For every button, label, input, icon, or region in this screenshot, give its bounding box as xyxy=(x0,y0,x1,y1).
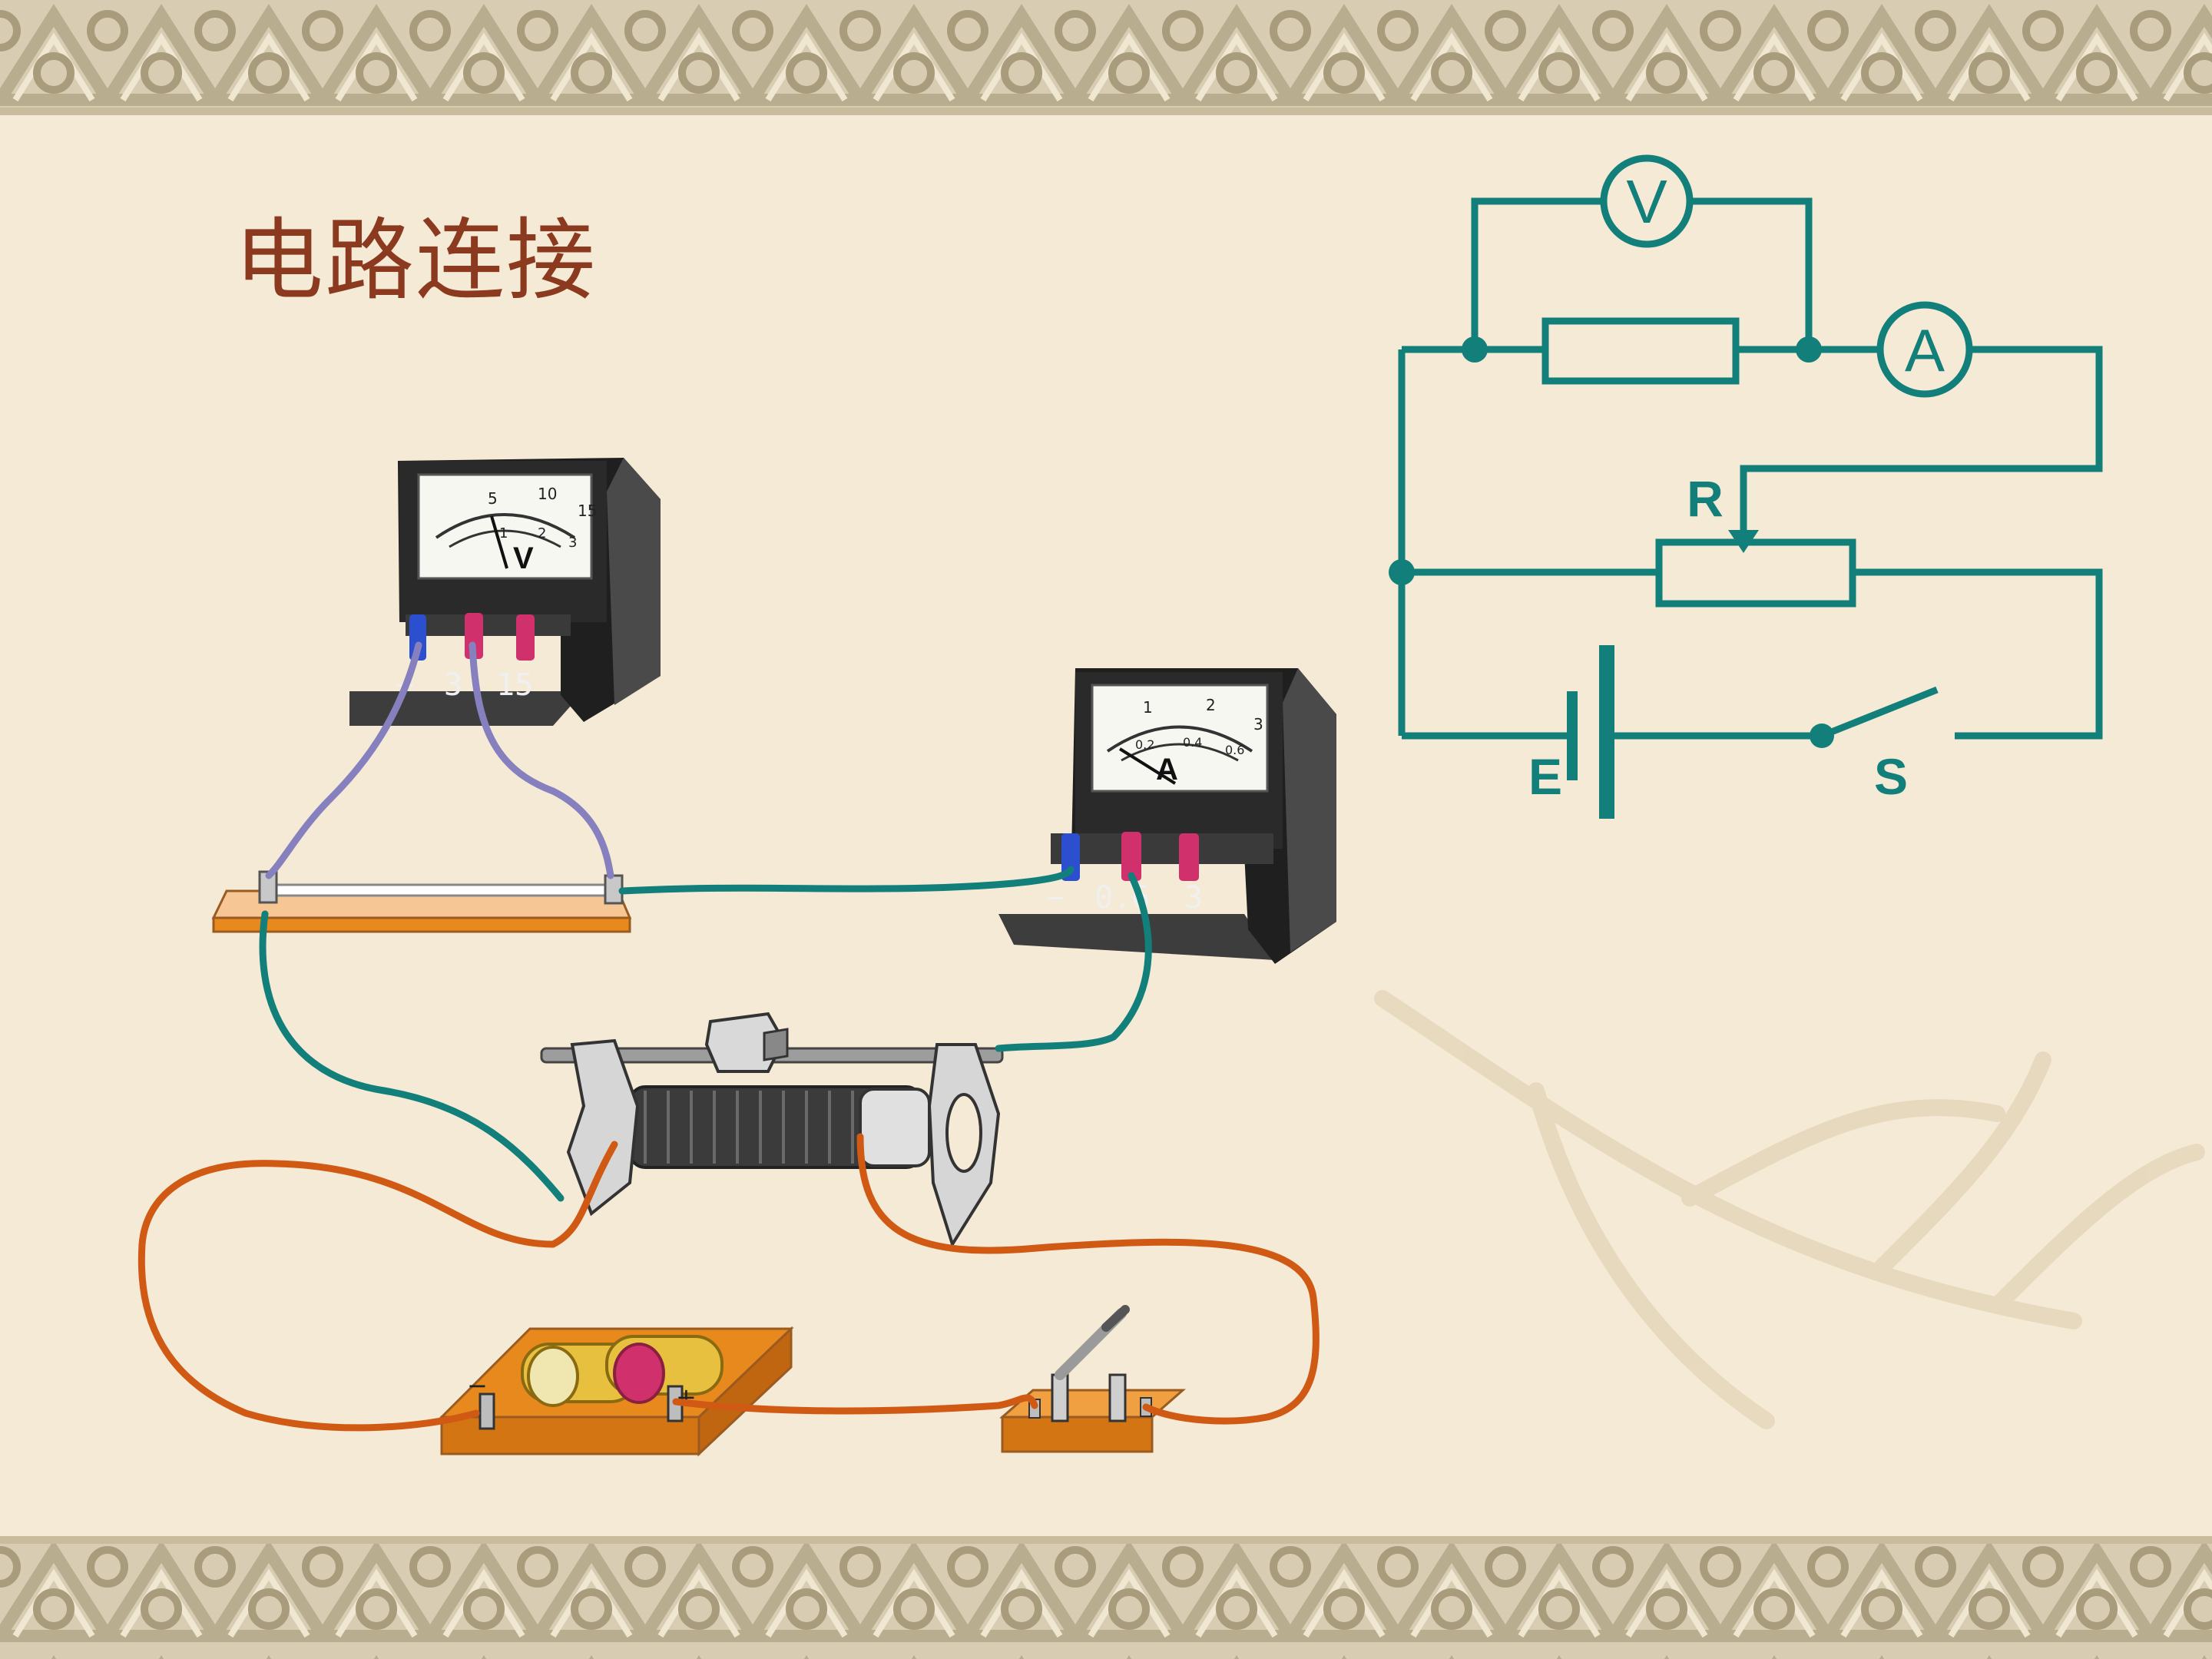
voltmeter-dial-letter: V xyxy=(513,541,534,575)
ammeter-scale-label: 2 xyxy=(1206,696,1216,714)
purple-wire-right xyxy=(469,641,614,879)
rheostat-label: R xyxy=(1687,470,1724,527)
junction-node xyxy=(1796,336,1822,363)
battery-short-plate xyxy=(1567,691,1578,780)
battery-long-plate xyxy=(1599,645,1614,819)
ammeter-scale-label: 1 xyxy=(1143,698,1153,717)
ammeter-terminal-label: − xyxy=(1046,880,1065,916)
orange-wire-rheostat-to-switch xyxy=(856,1133,1320,1425)
ammeter-scale-label: 0.4 xyxy=(1183,735,1202,750)
fixed-resistor-symbol xyxy=(1541,317,1740,385)
ammeter-dial-face xyxy=(1091,684,1269,793)
voltmeter-terminal-label: 3 xyxy=(444,667,462,703)
ammeter-terminal-0-6a xyxy=(1121,832,1141,881)
voltmeter-scale-label: 10 xyxy=(538,485,557,503)
battery-label: E xyxy=(1528,748,1562,805)
orange-wire-rheostat-to-battery xyxy=(137,1141,618,1432)
page-title: 电路连接 xyxy=(234,209,597,313)
ammeter-needle xyxy=(1118,747,1177,785)
ammeter-scale-label: 0.6 xyxy=(1225,743,1244,757)
resistance-wire xyxy=(263,883,612,897)
resistor-board xyxy=(211,870,632,933)
battery-terminal-label: + xyxy=(676,1382,697,1412)
purple-wire-left xyxy=(265,641,422,879)
battery-terminal-label: − xyxy=(467,1371,488,1400)
ammeter-terminal-label: 3 xyxy=(1184,880,1203,916)
voltmeter-terminal-15v xyxy=(516,614,535,661)
ammeter-terminal-3a xyxy=(1179,833,1199,881)
rheostat-end-bracket-left xyxy=(566,1038,640,1217)
teal-wire-board-to-rheostat xyxy=(259,910,565,1202)
voltmeter-scale-label: 3 xyxy=(568,535,577,551)
voltmeter-scale-label: 1 xyxy=(499,525,508,541)
teal-wire-ammeter-to-rheostat xyxy=(995,872,1152,1052)
voltmeter-terminal-negative xyxy=(409,614,426,661)
battery-holder: − + xyxy=(439,1326,794,1457)
voltmeter-scale-label: 15 xyxy=(578,502,597,520)
voltmeter-symbol: V xyxy=(1600,154,1694,248)
ammeter-terminal-negative xyxy=(1061,833,1080,881)
ammeter-dial-letter: A xyxy=(1156,753,1178,786)
switch-label: S xyxy=(1874,748,1908,805)
circuit-schematic-marks xyxy=(1389,336,1834,819)
ammeter-to-slider-wire xyxy=(1740,346,2103,538)
orange-wire-battery-to-switch xyxy=(672,1394,1038,1415)
voltmeter-scale-label: 2 xyxy=(538,525,546,541)
rheostat-wire-right xyxy=(1853,568,2103,740)
rheostat-symbol xyxy=(1655,538,1856,608)
voltmeter-scale-label: 5 xyxy=(488,489,498,508)
voltmeter-symbol-letter: V xyxy=(1626,167,1667,236)
branch-watermark xyxy=(1374,990,2205,1429)
junction-node xyxy=(1462,336,1488,363)
battery-terminal-negative xyxy=(478,1392,495,1430)
circuit-schematic xyxy=(1398,197,2103,740)
ammeter-symbol: A xyxy=(1876,301,1973,398)
teal-wire-board-to-ammeter xyxy=(618,866,1075,895)
junction-node xyxy=(1389,559,1415,585)
knife-switch xyxy=(999,1305,1186,1453)
voltmeter-wire-left xyxy=(1471,197,1607,349)
voltmeter-terminal-label: 15 xyxy=(496,667,533,703)
ammeter-device: 1 2 3 0.2 0.4 0.6 A − 0.6 3 xyxy=(998,668,1336,964)
voltmeter-needle xyxy=(490,515,508,569)
sliding-rheostat xyxy=(540,1012,1004,1248)
connecting-wires xyxy=(137,641,1320,1432)
bottom-pattern-border xyxy=(0,1536,2212,1659)
switch-pivot-node xyxy=(1810,724,1834,748)
ammeter-symbol-letter: A xyxy=(1905,316,1945,384)
voltmeter-wire-right xyxy=(1687,197,1813,349)
top-pattern-border xyxy=(0,0,2212,115)
slider-arrow-icon xyxy=(1728,530,1759,553)
ammeter-scale-label: 3 xyxy=(1253,715,1263,733)
ammeter-scale-label: 0.2 xyxy=(1135,737,1154,752)
switch-blade xyxy=(1820,686,1939,740)
voltmeter-device: 5 10 15 1 2 3 V − 3 15 xyxy=(349,458,661,726)
